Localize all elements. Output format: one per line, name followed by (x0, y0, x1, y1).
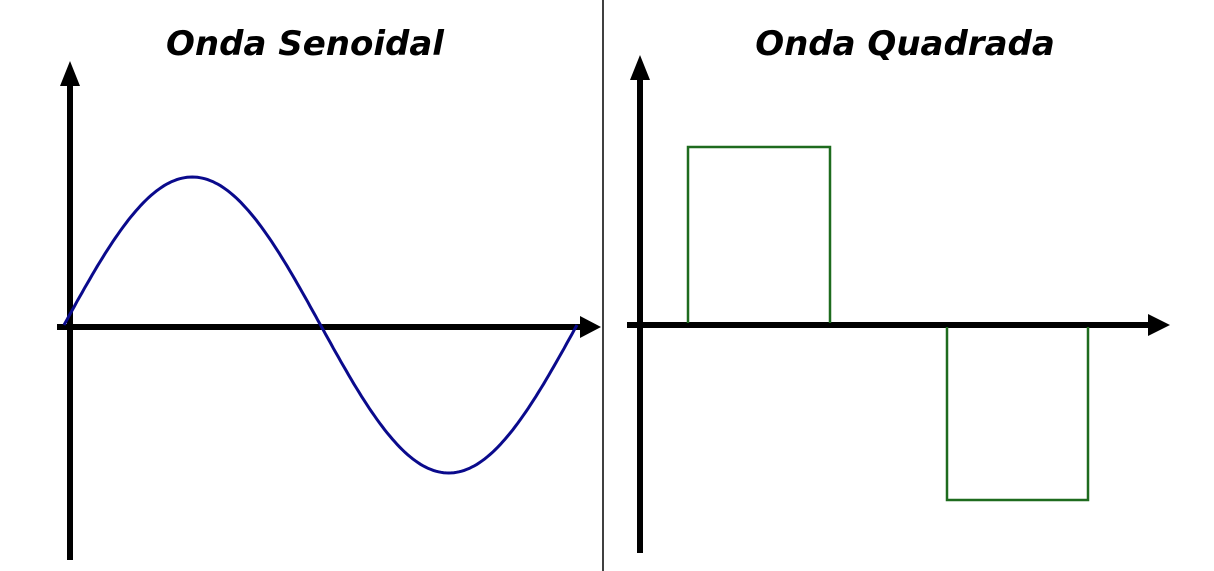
sine-wave (62, 175, 579, 475)
sine-panel-axes (57, 61, 601, 560)
square-panel-axes (627, 55, 1170, 553)
sine-x-axis-arrow-icon (580, 316, 601, 338)
sine-wave-title: Onda Senoidal (166, 24, 444, 64)
square-y-axis-arrow-icon (630, 55, 650, 80)
square-x-axis-arrow-icon (1148, 314, 1170, 336)
square-wave-negative-pulse (945, 327, 1090, 502)
square-wave-title: Onda Quadrada (755, 24, 1055, 64)
sine-y-axis-arrow-icon (60, 61, 80, 86)
square-wave-positive-pulse (686, 145, 832, 323)
